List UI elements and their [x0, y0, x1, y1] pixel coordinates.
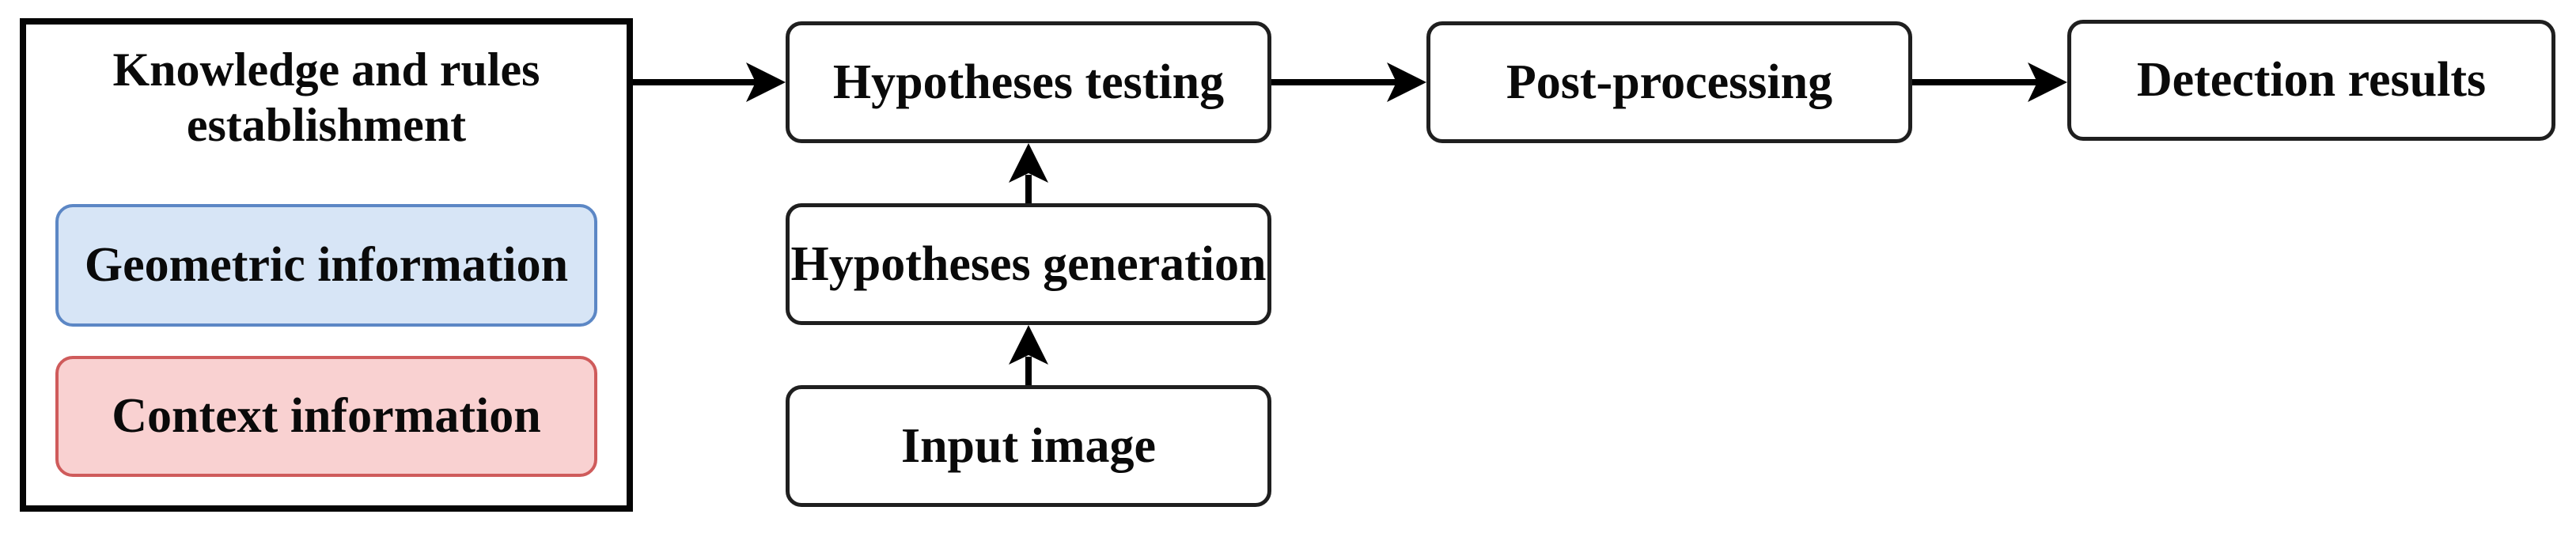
node-input-image: Input image	[786, 385, 1271, 507]
arrow-input-to-generation	[1009, 325, 1048, 385]
knowledge-box-title: Knowledge and rules establishment	[112, 43, 540, 151]
context-information-box: Context information	[55, 356, 597, 477]
arrow-generation-to-testing	[1009, 143, 1048, 203]
arrow-post-processing-to-detection-results	[1912, 62, 2067, 102]
node-input-image-label: Input image	[900, 418, 1157, 473]
geometric-information-box: Geometric information	[55, 204, 597, 327]
node-detection-results-label: Detection results	[2136, 53, 2487, 107]
node-hypotheses-generation: Hypotheses generation	[786, 203, 1271, 325]
arrow-knowledge-to-hypotheses-testing	[633, 62, 786, 102]
arrow-testing-to-post-processing	[1271, 62, 1426, 102]
node-hypotheses-testing: Hypotheses testing	[786, 21, 1271, 143]
node-post-processing-label: Post-processing	[1506, 55, 1833, 109]
node-post-processing: Post-processing	[1426, 21, 1912, 143]
context-information-label: Context information	[112, 389, 541, 443]
node-hypotheses-testing-label: Hypotheses testing	[832, 55, 1225, 109]
node-hypotheses-generation-label: Hypotheses generation	[790, 236, 1267, 291]
geometric-information-label: Geometric information	[84, 238, 569, 292]
node-detection-results: Detection results	[2067, 20, 2555, 141]
knowledge-box: Knowledge and rules establishment Geomet…	[20, 18, 633, 512]
